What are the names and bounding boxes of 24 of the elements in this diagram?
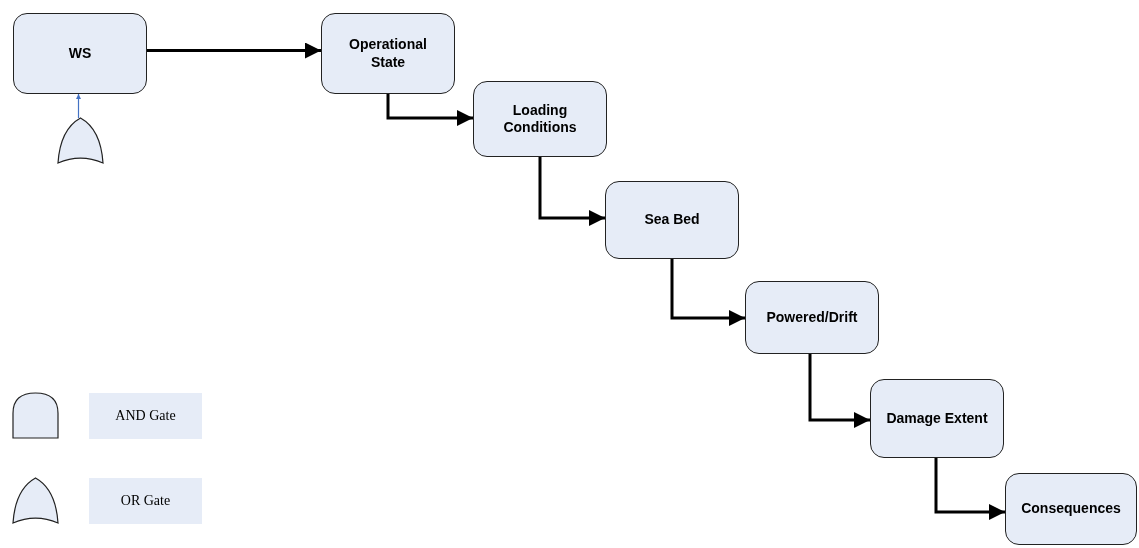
process-box xyxy=(745,281,879,354)
process-box xyxy=(473,81,607,157)
process-box xyxy=(870,379,1004,458)
or-gate-symbol xyxy=(57,117,104,164)
node-label: Sea Bed xyxy=(644,211,700,229)
arrow xyxy=(670,259,745,326)
arrow xyxy=(386,94,473,126)
process-box xyxy=(1005,473,1137,545)
node-label: Damage Extent xyxy=(886,409,988,428)
arrow xyxy=(934,458,1005,520)
process-box xyxy=(321,13,455,94)
arrow xyxy=(147,42,321,59)
node-label: Consequences xyxy=(1021,500,1121,518)
process-box xyxy=(13,13,147,94)
node-label: Loading Conditions xyxy=(502,101,578,137)
node-label: Powered/Drift xyxy=(766,308,858,327)
legend-label: OR Gate xyxy=(89,478,202,524)
node-label: Operational State xyxy=(348,36,428,71)
legend-label: AND Gate xyxy=(89,393,202,439)
arrow xyxy=(76,93,81,119)
arrow xyxy=(538,157,605,226)
process-box xyxy=(605,181,739,259)
arrow xyxy=(808,354,870,428)
node-label: WS xyxy=(68,44,92,63)
